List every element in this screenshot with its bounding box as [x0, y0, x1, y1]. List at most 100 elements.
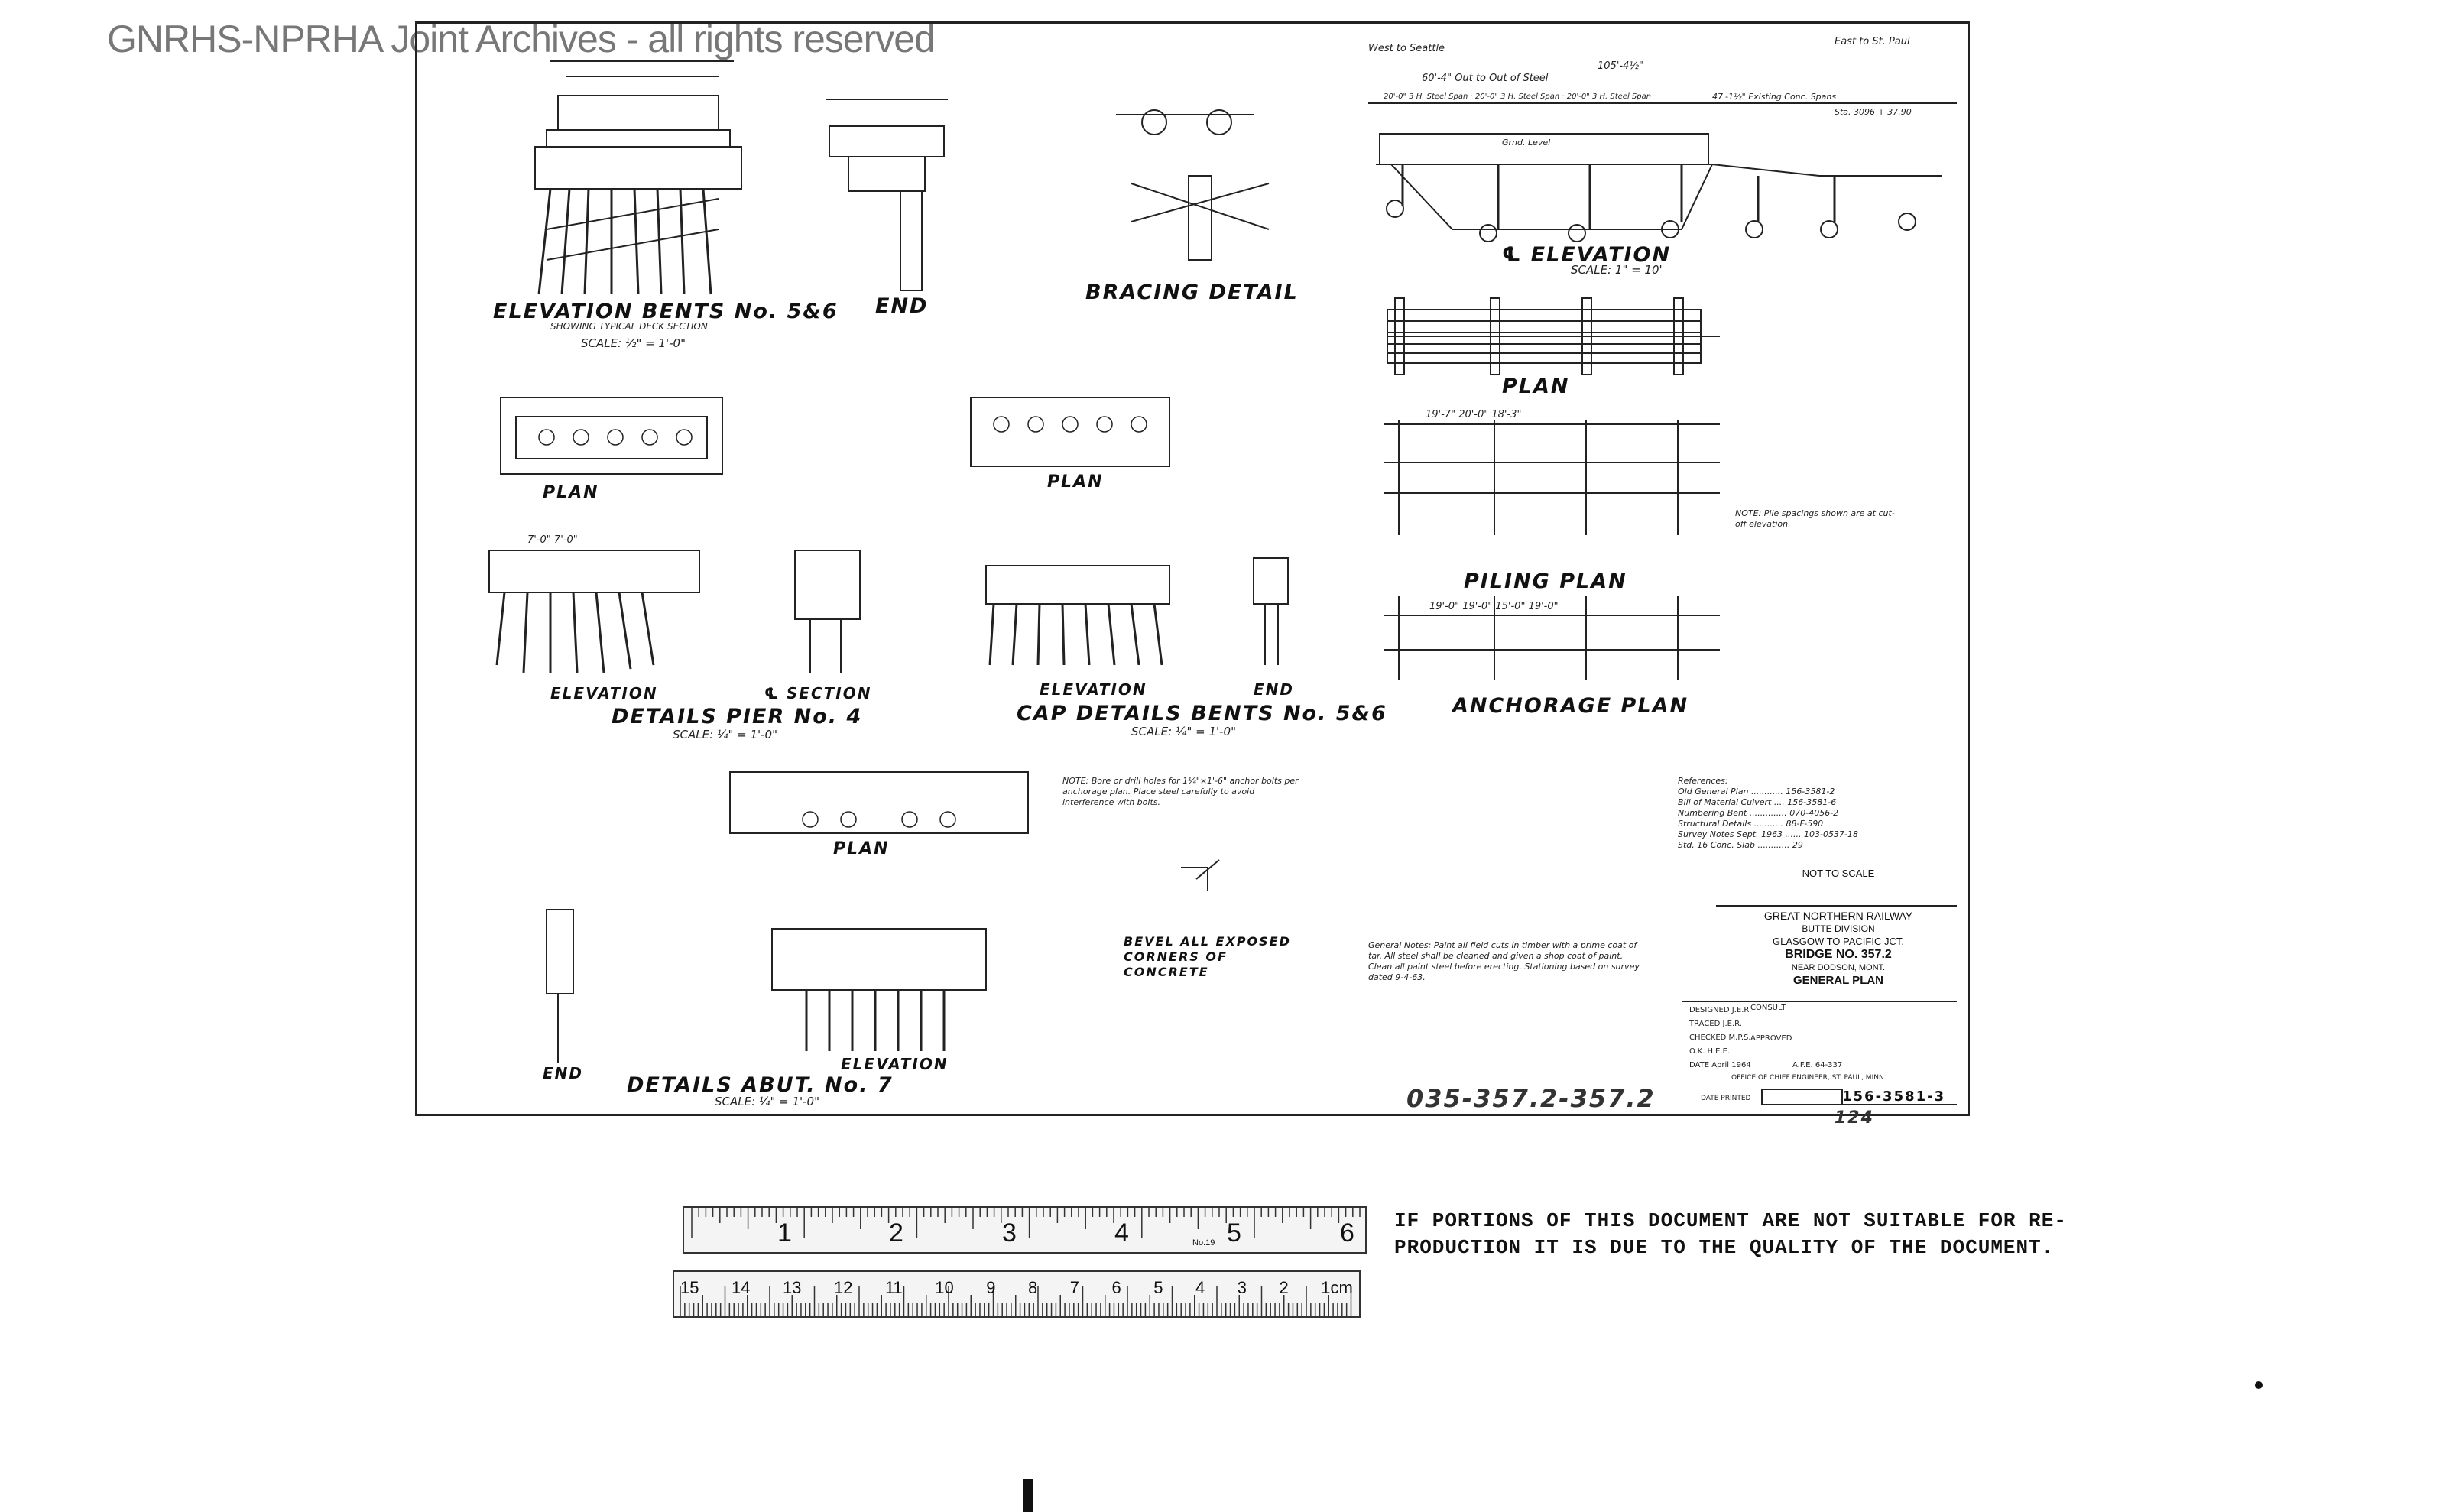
ruler-inch-label: 5: [1227, 1218, 1241, 1248]
view-title-abut-plan: PLAN: [833, 839, 890, 858]
reference-row: Old General Plan ............ 156-3581-2: [1678, 787, 1835, 797]
view-title-details-abut: DETAILS ABUT. No. 7: [627, 1073, 894, 1097]
ruler-inch-label: 3: [1002, 1218, 1017, 1248]
titleblock-date: DATE April 1964: [1689, 1061, 1751, 1069]
view-title-anchorage-plan: ANCHORAGE PLAN: [1452, 694, 1689, 718]
cm-labels: 15 14 13 12 11 10 9 8 7 6 5 4 3 2 1cm: [680, 1278, 1353, 1298]
view-title-details-pier: DETAILS PIER No. 4: [612, 705, 863, 728]
ruler-inch-label: 6: [1340, 1218, 1354, 1248]
view-title-elevation-bents: ELEVATION BENTS No. 5&6: [493, 300, 839, 323]
inch-ruler: 1 2 3 4 5 6 No.19: [683, 1206, 1367, 1254]
ruler-cm-label: 1cm: [1321, 1278, 1353, 1297]
ruler-cm-label: 3: [1237, 1278, 1247, 1297]
titleblock-office: OFFICE OF CHIEF ENGINEER, ST. PAUL, MINN…: [1731, 1074, 1886, 1082]
ruler-cm-label: 12: [833, 1278, 853, 1297]
view-title-pier-elevation: ELEVATION: [550, 684, 658, 702]
ruler-cm-label: 7: [1069, 1278, 1080, 1297]
view-subtitle-deck-section: SHOWING TYPICAL DECK SECTION: [550, 321, 708, 332]
ruler-model-label: No.19: [1192, 1238, 1215, 1248]
dimension-piling-spacing: 19'-7" 20'-0" 18'-3": [1426, 409, 1522, 420]
reference-row: Std. 16 Conc. Slab ............ 29: [1678, 840, 1803, 850]
ruler-inch-label: 4: [1114, 1218, 1129, 1248]
general-notes: General Notes: Paint all field cuts in t…: [1368, 940, 1640, 982]
titleblock-consult: CONSULT: [1750, 1004, 1786, 1012]
titleblock-line: GLASGOW TO PACIFIC JCT.: [1773, 936, 1904, 947]
view-title-abut-end: END: [543, 1064, 584, 1082]
ruler-cm-label: 15: [680, 1278, 699, 1297]
dimension-out-to-out: 60'-4" Out to Out of Steel: [1422, 73, 1549, 84]
titleblock-railway: GREAT NORTHERN RAILWAY: [1763, 910, 1913, 922]
view-title-cap-plan: PLAN: [1047, 472, 1104, 492]
references-heading: References:: [1678, 776, 1728, 786]
titleblock-plan-name: GENERAL PLAN: [1792, 974, 1884, 987]
west-direction-label: West to Seattle: [1368, 43, 1445, 54]
references-block: References: Old General Plan ...........…: [1678, 776, 1961, 851]
ruler-cm-label: 2: [1279, 1278, 1289, 1297]
ruler-cm-label: 11: [884, 1278, 903, 1297]
reference-row: Bill of Material Culvert .... 156-3581-6: [1678, 797, 1837, 807]
inch-ruler-ticks: [691, 1208, 1361, 1238]
view-title-end: END: [875, 294, 929, 318]
dimension-existing-spans: 47'-1½" Existing Conc. Spans: [1712, 92, 1837, 102]
disclaimer-line: IF PORTIONS OF THIS DOCUMENT ARE NOT SUI…: [1394, 1209, 2067, 1232]
scale-cap-details: SCALE: ¼" = 1'-0": [1131, 725, 1236, 738]
titleblock-ok: O.K. H.E.E.: [1689, 1047, 1731, 1056]
cm-ruler-ticks: [680, 1286, 1352, 1316]
scan-dot: [2255, 1381, 2263, 1389]
ruler-cm-label: 9: [986, 1278, 996, 1297]
ruler-cm-label: 5: [1153, 1278, 1163, 1297]
scale-cl-elevation: SCALE: 1" = 10': [1571, 263, 1663, 277]
titleblock-traced: TRACED J.E.R.: [1689, 1020, 1742, 1028]
view-title-cap-end: END: [1254, 680, 1295, 699]
cap-note: NOTE: Bore or drill holes for 1¼"×1'-6" …: [1062, 776, 1299, 807]
scan-mark: [1023, 1479, 1033, 1512]
view-title-piling-plan: PILING PLAN: [1464, 569, 1627, 593]
ruler-cm-label: 6: [1111, 1278, 1121, 1297]
dimension-anchor-spacing: 19'-0" 19'-0" 15'-0" 19'-0": [1429, 601, 1559, 612]
dimension-station: Sta. 3096 + 37.90: [1835, 107, 1912, 117]
ruler-cm-label: 10: [935, 1278, 954, 1297]
reproduction-disclaimer: IF PORTIONS OF THIS DOCUMENT ARE NOT SUI…: [1394, 1208, 2067, 1261]
ruler-cm-label: 14: [731, 1278, 751, 1297]
titleblock-division: BUTTE DIVISION: [1802, 923, 1875, 934]
not-to-scale-label: NOT TO SCALE: [1802, 868, 1875, 879]
titleblock-approved: APPROVED: [1750, 1034, 1792, 1043]
cm-ruler: 15 14 13 12 11 10 9 8 7 6 5 4 3 2 1cm: [673, 1270, 1361, 1318]
ruler-cm-label: 8: [1028, 1278, 1038, 1297]
dimension-spans-row: 20'-0" 3 H. Steel Span · 20'-0" 3 H. Ste…: [1384, 92, 1652, 101]
piling-note: NOTE: Pile spacings shown are at cut-off…: [1735, 508, 1895, 529]
view-title-cap-elevation: ELEVATION: [1040, 680, 1147, 699]
bevel-note: BEVEL ALL EXPOSED CORNERS OF CONCRETE: [1124, 934, 1291, 979]
view-title-abut-elevation: ELEVATION: [841, 1055, 949, 1073]
scale-details-pier: SCALE: ¼" = 1'-0": [673, 728, 777, 741]
titleblock-drawing-number: 156-3581-3: [1842, 1089, 1946, 1105]
view-title-pier-plan: PLAN: [543, 483, 599, 502]
revision-number: 124: [1835, 1108, 1874, 1128]
ruler-inch-label: 1: [777, 1218, 792, 1248]
view-title-cl-elevation: ℄ ELEVATION: [1502, 243, 1672, 267]
scale-elevation-bents: SCALE: ½" = 1'-0": [581, 336, 686, 350]
view-title-plan: PLAN: [1502, 375, 1570, 398]
titleblock-checked: CHECKED M.P.S.: [1689, 1033, 1751, 1042]
view-title-cap-details: CAP DETAILS BENTS No. 5&6: [1017, 702, 1387, 725]
dimension-pier: 7'-0" 7'-0": [527, 534, 578, 546]
east-direction-label: East to St. Paul: [1835, 36, 1910, 47]
ground-level-label: Grnd. Level: [1502, 138, 1551, 148]
disclaimer-line: PRODUCTION IT IS DUE TO THE QUALITY OF T…: [1394, 1236, 2055, 1259]
view-title-cl-section: ℄ SECTION: [764, 684, 872, 702]
titleblock-date-printed: DATE PRINTED: [1701, 1095, 1751, 1102]
titleblock-near: NEAR DODSON, MONT.: [1791, 963, 1886, 972]
sheet-code: 035-357.2-357.2: [1406, 1084, 1656, 1113]
archive-watermark: GNRHS-NPRHA Joint Archives - all rights …: [107, 18, 936, 60]
ruler-cm-label: 4: [1195, 1278, 1205, 1297]
titleblock-bridge: BRIDGE NO. 357.2: [1785, 948, 1892, 961]
reference-row: Survey Notes Sept. 1963 ...... 103-0537-…: [1678, 829, 1858, 839]
ruler-cm-label: 13: [782, 1278, 802, 1297]
drawing-sheet: [415, 21, 1970, 1116]
titleblock-designed: DESIGNED J.E.R.: [1689, 1006, 1752, 1014]
ruler-inch-label: 2: [889, 1218, 903, 1248]
reference-row: Structural Details ........... 88-F-590: [1678, 819, 1824, 829]
dimension-span: 105'-4½": [1598, 60, 1643, 72]
reference-row: Numbering Bent .............. 070-4056-2: [1678, 808, 1839, 818]
